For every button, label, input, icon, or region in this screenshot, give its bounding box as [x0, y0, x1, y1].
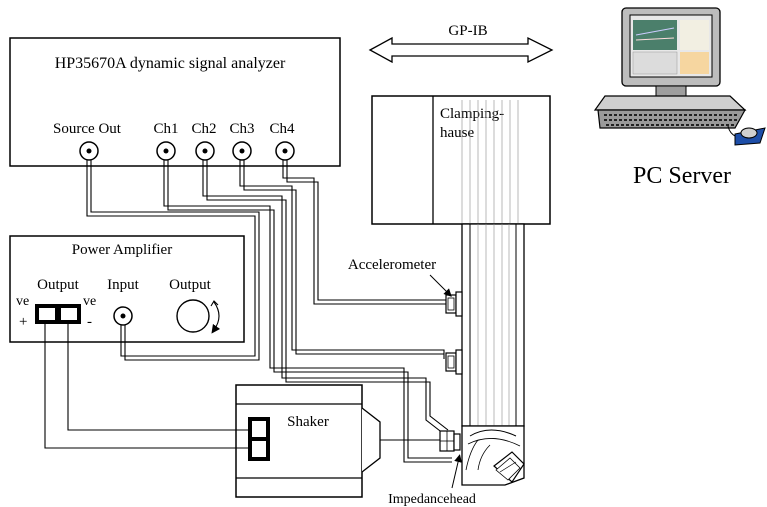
- amp-input-connector: [113, 306, 133, 326]
- amp-output-terminals: [35, 304, 81, 324]
- amp-output-knob: [176, 299, 221, 334]
- impedance-head-callout: Impedancehead: [388, 454, 476, 507]
- mouse-icon: [727, 125, 766, 146]
- boring-bar-tool: [461, 223, 525, 486]
- analyzer-title: HP35670A dynamic signal analyzer: [55, 55, 286, 72]
- signal-analyzer: HP35670A dynamic signal analyzer Source …: [9, 37, 341, 167]
- clamping-house: Clamping- hause: [371, 95, 551, 225]
- amp-output-right-label: Output: [169, 277, 212, 293]
- keyboard-icon: [597, 109, 747, 129]
- gpib-bus-arrow: GP-IB: [368, 23, 554, 64]
- amp-output-left-label: Output: [37, 277, 80, 293]
- power-amplifier: Power Amplifier Output Input Output ve v…: [9, 235, 245, 343]
- ch4-label: Ch4: [269, 121, 295, 137]
- source-out-label: Source Out: [53, 121, 122, 137]
- cutting-insert: [493, 451, 525, 483]
- accelerometer-label: Accelerometer: [348, 257, 436, 273]
- minus-label: -: [87, 314, 92, 330]
- ch2-connector: [195, 141, 215, 161]
- ch2-label: Ch2: [191, 121, 216, 137]
- pc-server: PC Server: [593, 7, 766, 189]
- clamping-label-line2: hause: [440, 125, 474, 141]
- amplifier-title: Power Amplifier: [72, 242, 172, 258]
- ch1-label: Ch1: [153, 121, 178, 137]
- lower-accelerometer: [445, 349, 463, 375]
- plus-label: +: [19, 314, 27, 330]
- clamping-label-line1: Clamping-: [440, 106, 504, 122]
- gpib-label: GP-IB: [448, 23, 487, 39]
- accelerometer-callout: Accelerometer: [348, 257, 452, 297]
- ve-right-label: ve: [83, 294, 96, 309]
- monitor-icon: [621, 7, 721, 97]
- ch3-label: Ch3: [229, 121, 254, 137]
- ch1-connector: [156, 141, 176, 161]
- upper-accelerometer: [445, 291, 463, 317]
- cables: [44, 160, 452, 463]
- shaker-label: Shaker: [287, 414, 329, 430]
- shaker: Shaker: [235, 384, 381, 498]
- source-out-connector: [79, 141, 99, 161]
- shaker-terminals: [248, 417, 270, 461]
- amp-input-label: Input: [107, 277, 139, 293]
- impedance-head-sensor: [439, 430, 461, 452]
- impedance-head-label: Impedancehead: [388, 492, 476, 507]
- pc-server-label: PC Server: [633, 163, 731, 189]
- ch3-connector: [232, 141, 252, 161]
- ch4-connector: [275, 141, 295, 161]
- ve-left-label: ve: [16, 294, 29, 309]
